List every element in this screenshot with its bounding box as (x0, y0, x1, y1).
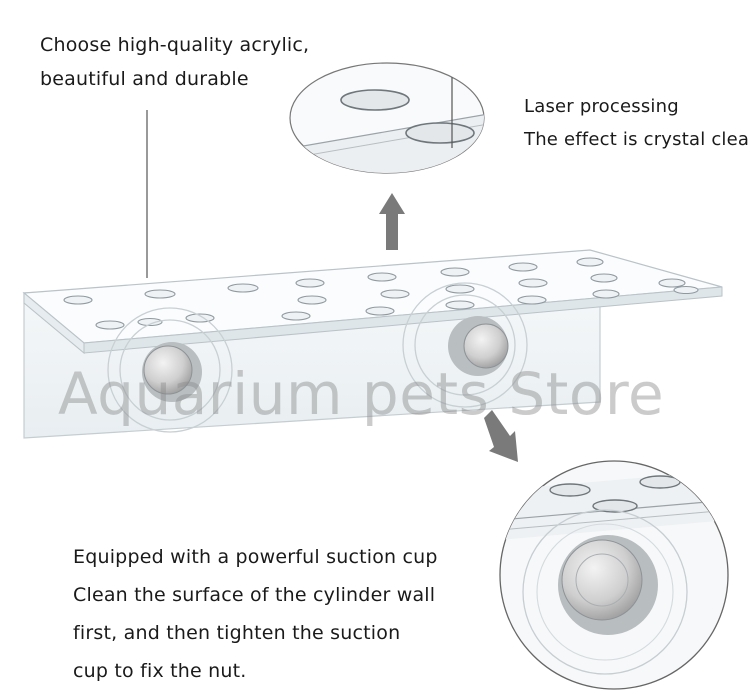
acrylic-callout: Choose high-quality acrylic, beautiful a… (40, 28, 309, 96)
suction-knob-left (142, 342, 202, 402)
laser-callout-line-2: The effect is crystal clear (524, 129, 750, 150)
suction-callout-line-1: Equipped with a powerful suction cup (73, 546, 438, 568)
arrow-down-right-icon (484, 410, 518, 462)
zoom-suction-detail (499, 460, 729, 690)
suction-knob-right (448, 316, 509, 376)
suction-callout-line-4: cup to fix the nut. (73, 660, 247, 682)
laser-callout: Laser processing The effect is crystal c… (524, 90, 750, 156)
laser-callout-line-1: Laser processing (524, 96, 679, 117)
acrylic-callout-line-1: Choose high-quality acrylic, (40, 34, 310, 56)
zoom-laser-detail (289, 62, 485, 174)
suction-callout-line-2: Clean the surface of the cylinder wall (73, 584, 436, 606)
acrylic-rack (22, 249, 723, 439)
acrylic-callout-line-2: beautiful and durable (40, 68, 249, 90)
suction-callout-line-3: first, and then tighten the suction (73, 622, 401, 644)
arrow-up-icon (379, 193, 405, 250)
store-watermark: Aquarium pets Store (58, 360, 665, 428)
suction-callout: Equipped with a powerful suction cup Cle… (73, 538, 438, 690)
